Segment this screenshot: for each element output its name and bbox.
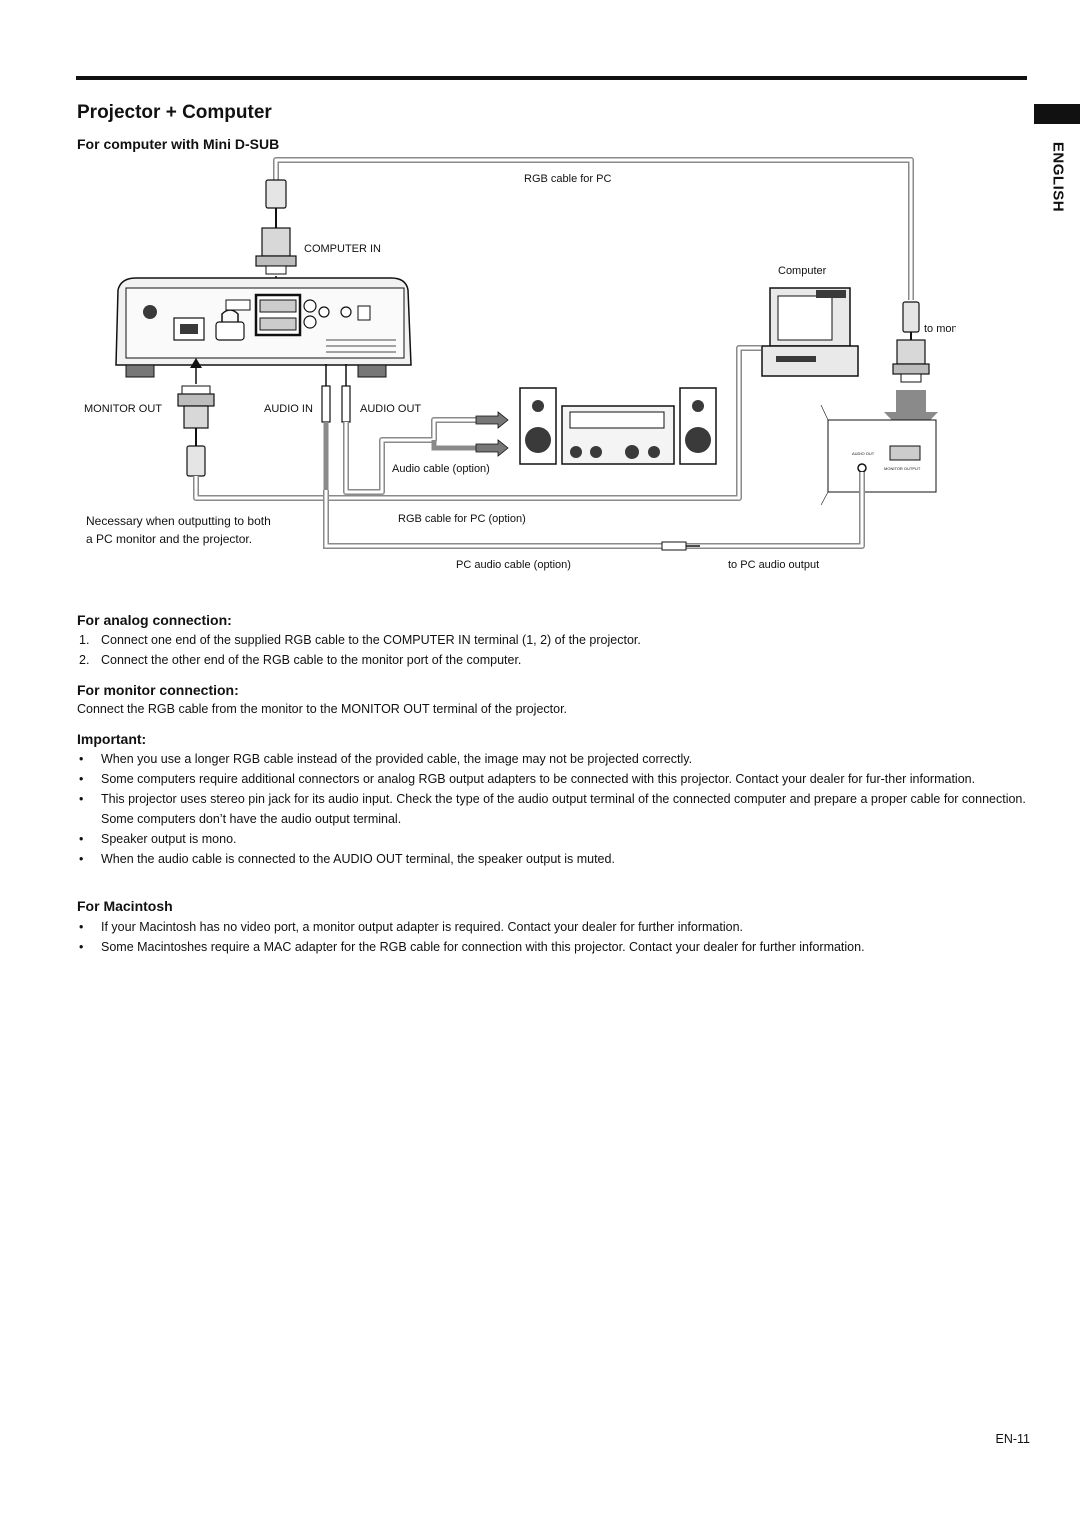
pc-audio-plug	[661, 541, 687, 551]
list-item: 1.Connect one end of the supplied RGB ca…	[79, 633, 641, 647]
important-list: •When you use a longer RGB cable instead…	[77, 749, 1027, 869]
dsub-connector-computer	[892, 339, 930, 383]
monitor-text: Connect the RGB cable from the monitor t…	[77, 702, 568, 716]
stereo-speaker-right	[679, 387, 717, 465]
dsub-connector-monitor-out	[177, 385, 215, 429]
audio-cable-option-label: Audio cable (option)	[392, 463, 490, 475]
diagram-heading: For computer with Mini D-SUB	[77, 136, 280, 152]
language-tab-marker	[1034, 104, 1080, 124]
list-item: 2.Connect the other end of the RGB cable…	[79, 653, 522, 667]
necessary-note-line2: a PC monitor and the projector.	[86, 532, 252, 546]
language-tab-label: ENGLISH	[1049, 141, 1067, 213]
page-title: Projector + Computer	[77, 102, 272, 123]
dsub-connector-top	[255, 227, 297, 275]
audio-out-plug	[341, 364, 351, 423]
macintosh-heading: For Macintosh	[77, 898, 173, 914]
list-item: •When the audio cable is connected to th…	[79, 852, 615, 866]
projector-rear-panel	[115, 277, 412, 378]
stereo-amplifier	[561, 405, 675, 465]
list-item: •When you use a longer RGB cable instead…	[79, 752, 693, 766]
ferrite-core-top	[265, 179, 287, 209]
list-item: •Some Macintoshes require a MAC adapter …	[79, 940, 865, 954]
monitor-heading: For monitor connection:	[77, 682, 239, 698]
pc-audio-out-label: AUDIO OUT	[852, 451, 875, 456]
audio-in-plug	[321, 364, 331, 423]
pc-audio-cable-option-label: PC audio cable (option)	[456, 559, 571, 571]
language-tab: ENGLISH	[1040, 132, 1076, 222]
computer-in-label: COMPUTER IN	[304, 243, 381, 255]
analog-steps: 1.Connect one end of the supplied RGB ca…	[77, 630, 1027, 670]
computer-monitor	[761, 287, 859, 377]
connection-diagram: RGB cable for PC COMPUTER IN MONITOR O	[84, 157, 956, 571]
ferrite-core-monitor	[186, 445, 206, 477]
pc-monitor-output-label: MONITOR OUTPUT	[884, 466, 921, 471]
important-heading: Important:	[77, 731, 147, 747]
list-item: •Speaker output is mono.	[79, 832, 237, 846]
audio-in-label: AUDIO IN	[264, 403, 313, 415]
list-item: •If your Macintosh has no video port, a …	[79, 920, 744, 934]
top-rule	[76, 76, 1027, 80]
rgb-cable-pc-option-label: RGB cable for PC (option)	[398, 513, 526, 525]
monitor-out-label: MONITOR OUT	[84, 403, 162, 415]
to-pc-audio-output-label: to PC audio output	[728, 559, 819, 571]
stereo-speaker-left	[519, 387, 557, 465]
pc-rear-panel: AUDIO OUT MONITOR OUTPUT	[827, 419, 937, 493]
list-item: •Some computers require additional conne…	[79, 772, 976, 786]
rgb-cable-pc-label: RGB cable for PC	[524, 173, 611, 185]
audio-out-label: AUDIO OUT	[360, 403, 421, 415]
analog-heading: For analog connection:	[77, 612, 232, 628]
macintosh-list: •If your Macintosh has no video port, a …	[77, 917, 1027, 957]
to-monitor-port-label: to monitor port	[924, 323, 956, 335]
necessary-note-line1: Necessary when outputting to both	[86, 514, 271, 528]
list-item: •This projector uses stereo pin jack for…	[79, 792, 1026, 826]
page-number: EN-11	[995, 1432, 1030, 1446]
ferrite-core-right	[902, 301, 920, 333]
computer-label: Computer	[778, 265, 827, 277]
audio-cable-option	[343, 417, 476, 495]
